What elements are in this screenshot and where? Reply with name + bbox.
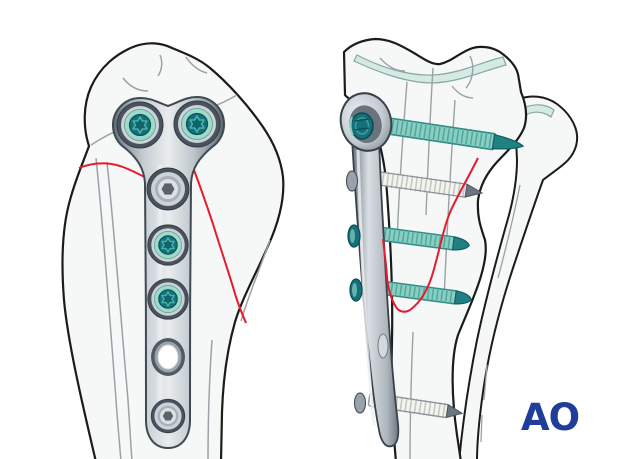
locking-screw-head (173, 100, 221, 148)
empty-plate-hole (151, 338, 185, 376)
fibula-contours (480, 184, 521, 443)
locking-screw-head (116, 101, 164, 149)
bone-plate (111, 96, 226, 449)
tibia-cartilage (353, 54, 507, 84)
cortical-screw-head (150, 398, 186, 434)
locking-screw-head (147, 278, 189, 320)
long-locking-screw (373, 115, 525, 151)
eyelet-screw-head (349, 112, 374, 140)
fibula-cartilage (523, 104, 555, 118)
ao-logo: AO (521, 399, 591, 443)
plate-highlight (356, 149, 376, 426)
cortical-screw-head (146, 167, 190, 211)
screw-head-nubs (345, 170, 367, 414)
locking-screw-head (147, 224, 189, 266)
lateral-view-illustration (339, 37, 579, 459)
cortical-screw-white (363, 169, 484, 199)
frontal-view-illustration (61, 42, 285, 459)
ao-logo-text: AO (521, 396, 580, 439)
plate-slot (377, 333, 389, 359)
fracture-line-lateral (382, 157, 479, 313)
